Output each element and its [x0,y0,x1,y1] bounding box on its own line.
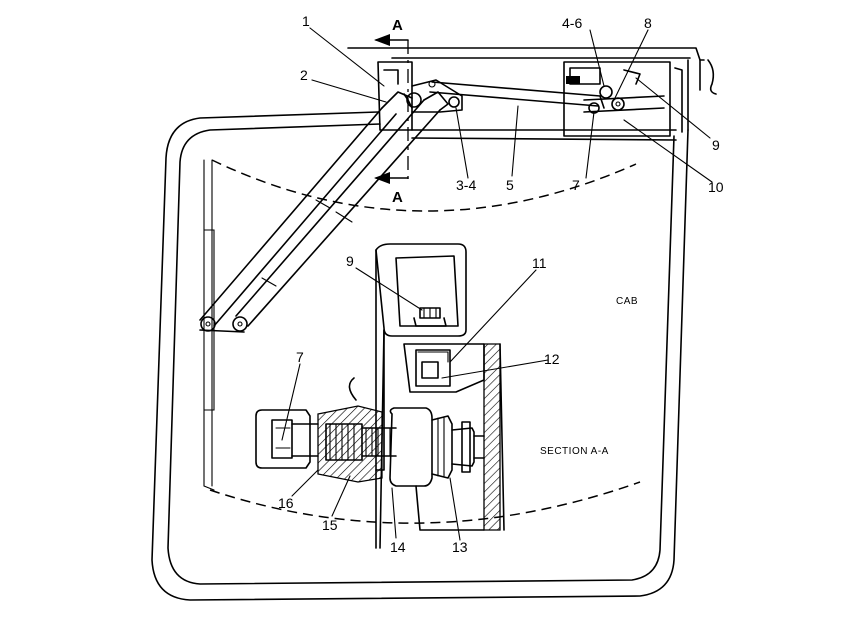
callout-5: 5 [506,177,514,193]
right-bracket [563,61,671,137]
callout-4-6: 4-6 [562,15,582,31]
callout-16: 16 [278,495,294,511]
wiper-arm [199,91,449,333]
callouts: 1 2 3-4 4-6 5 7 8 9 10 9 11 12 7 16 15 1… [278,13,724,555]
callout-13: 13 [452,539,468,555]
callout-12: 12 [544,351,560,367]
mounting-wall [403,343,505,531]
cab-label: CAB [616,296,638,307]
windshield-frame [151,47,717,601]
callout-8: 8 [644,15,652,31]
connecting-link [429,81,605,109]
callout-1: 1 [302,13,310,29]
callout-10: 10 [708,179,724,195]
callout-9-top: 9 [712,137,720,153]
section-mark-top: A [392,17,403,34]
callout-9-mid: 9 [346,253,354,269]
section-label: SECTION A-A [540,446,609,457]
section-mark-bottom: A [392,189,403,206]
callout-7-left: 7 [296,349,304,365]
motor-mount-plate [377,61,463,131]
section-line-a-a: A A [374,17,409,206]
callout-15: 15 [322,517,338,533]
callout-2: 2 [300,67,308,83]
callout-14: 14 [390,539,406,555]
leader-lines [281,27,713,541]
motor-shaft-assembly [255,377,485,487]
callout-7-top: 7 [572,177,580,193]
callout-3-4: 3-4 [456,177,476,193]
callout-11: 11 [532,255,547,271]
